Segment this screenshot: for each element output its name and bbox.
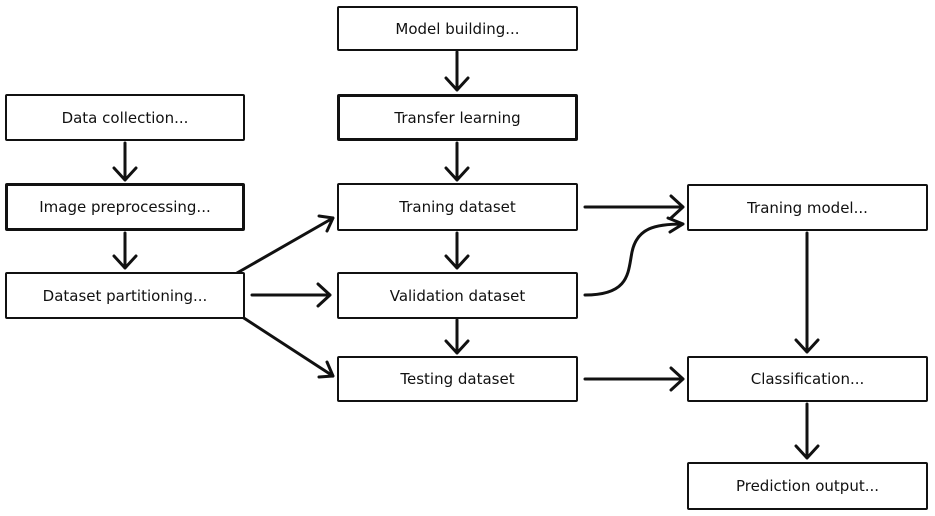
image-preprocessing-label: Image preprocessing... — [39, 198, 211, 216]
training-model-box: Traning model... — [687, 184, 928, 231]
arrow-training-to-validation — [444, 231, 470, 270]
training-dataset-box: Traning dataset — [337, 183, 578, 231]
arrow-validation-to-testing — [444, 318, 470, 355]
validation-dataset-box: Validation dataset — [337, 272, 578, 319]
arrow-partitioning-to-training — [228, 214, 335, 279]
image-preprocessing-box: Image preprocessing... — [5, 183, 245, 231]
dataset-partitioning-label: Dataset partitioning... — [42, 286, 208, 305]
arrow-collection-to-preprocessing — [112, 141, 138, 182]
data-collection-label: Data collection... — [61, 108, 189, 127]
testing-dataset-label: Testing dataset — [400, 370, 515, 388]
training-dataset-label: Traning dataset — [399, 198, 516, 216]
training-model-label: Traning model... — [747, 198, 868, 217]
arrow-model-to-classification — [794, 231, 820, 354]
validation-dataset-label: Validation dataset — [389, 286, 526, 305]
arrow-training-to-model — [583, 194, 685, 220]
arrow-model-building-to-transfer — [444, 50, 470, 92]
arrow-preprocessing-to-partitioning — [112, 231, 138, 270]
classification-box: Classification... — [687, 356, 928, 402]
arrow-partitioning-to-validation — [250, 282, 332, 308]
classification-label: Classification... — [750, 370, 865, 388]
transfer-learning-label: Transfer learning — [394, 108, 521, 127]
testing-dataset-box: Testing dataset — [337, 356, 578, 402]
arrow-testing-to-classification — [583, 366, 685, 392]
prediction-output-box: Prediction output... — [687, 462, 928, 510]
arrow-validation-to-model — [583, 216, 685, 297]
prediction-output-label: Prediction output... — [735, 477, 880, 495]
arrow-partitioning-to-testing — [228, 307, 335, 379]
arrow-transfer-to-training — [444, 141, 470, 182]
transfer-learning-box: Transfer learning — [337, 94, 578, 141]
model-building-label: Model building... — [395, 19, 520, 38]
arrow-classification-to-prediction — [794, 402, 820, 460]
data-collection-box: Data collection... — [5, 94, 245, 141]
dataset-partitioning-box: Dataset partitioning... — [5, 272, 245, 319]
model-building-box: Model building... — [337, 6, 578, 51]
